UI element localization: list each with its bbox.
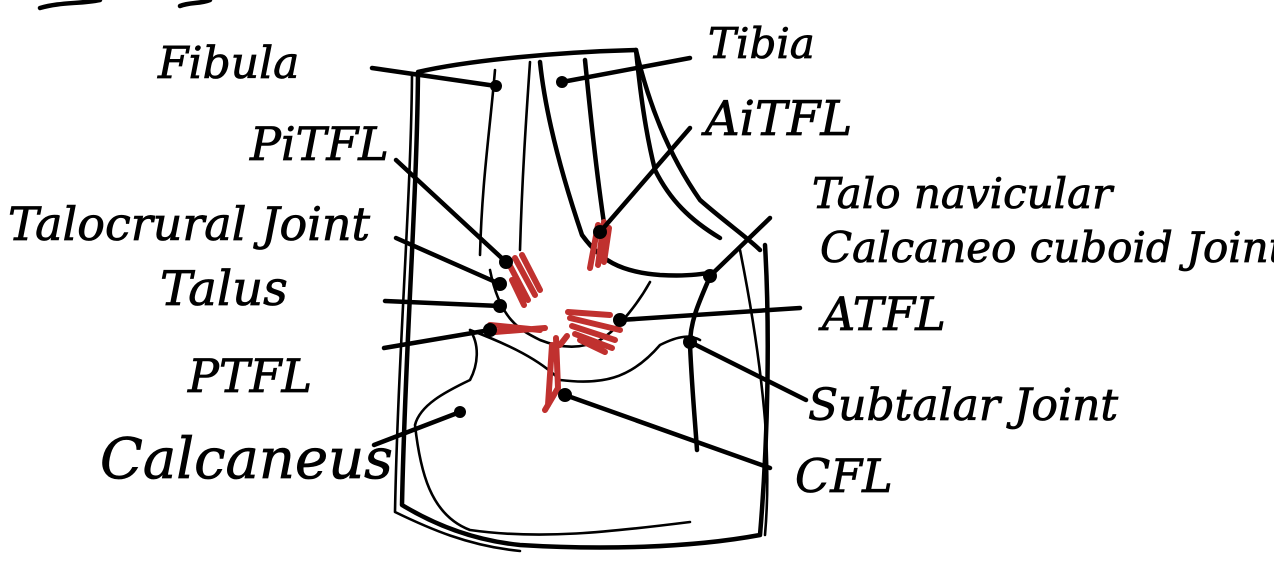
label-fibula: Fibula [157, 38, 299, 89]
tibia-outline [540, 50, 760, 275]
calcaneus-dot [454, 406, 466, 418]
label-tibia: Tibia [708, 19, 815, 68]
tibia-dot [556, 76, 568, 88]
cfl-leader [565, 395, 770, 468]
aitfl-leader [600, 128, 690, 232]
pitfl-dot [499, 255, 513, 269]
fibula-dot [490, 80, 502, 92]
label-ptfl: PTFL [187, 349, 312, 403]
label-talonavicular: Talo navicular [812, 169, 1115, 218]
ptfl-ligament [490, 325, 545, 332]
label-calcaneocuboid-joint: Calcaneo cuboid Joint [820, 223, 1274, 272]
talonavicular-dot [703, 269, 717, 283]
subtalar-leader [690, 342, 806, 400]
label-cfl: CFL [795, 449, 893, 503]
ptfl-dot [483, 323, 497, 337]
aitfl-dot [593, 225, 607, 239]
subtalar-dot [683, 335, 697, 349]
talocrural-dot [493, 277, 507, 291]
label-talocrural-joint: Talocrural Joint [8, 197, 371, 251]
label-pitfl: PiTFL [249, 117, 389, 171]
midfoot-joint-line [690, 272, 712, 450]
cropped-heading-scribble [40, 0, 210, 8]
label-atfl: ATFL [818, 287, 946, 341]
label-talus: Talus [160, 261, 288, 317]
atfl-leader [620, 308, 800, 320]
talus-dot [493, 299, 507, 313]
fibula-outline [480, 62, 530, 255]
tibia-leader [562, 58, 690, 82]
outer-frame-double [395, 75, 520, 551]
cfl-dot [558, 388, 572, 402]
talonavicular-leader [710, 218, 770, 276]
label-aitfl: AiTFL [701, 91, 852, 147]
atfl-dot [613, 313, 627, 327]
label-subtalar-joint: Subtalar Joint [808, 380, 1118, 431]
label-calcaneus: Calcaneus [100, 427, 393, 492]
